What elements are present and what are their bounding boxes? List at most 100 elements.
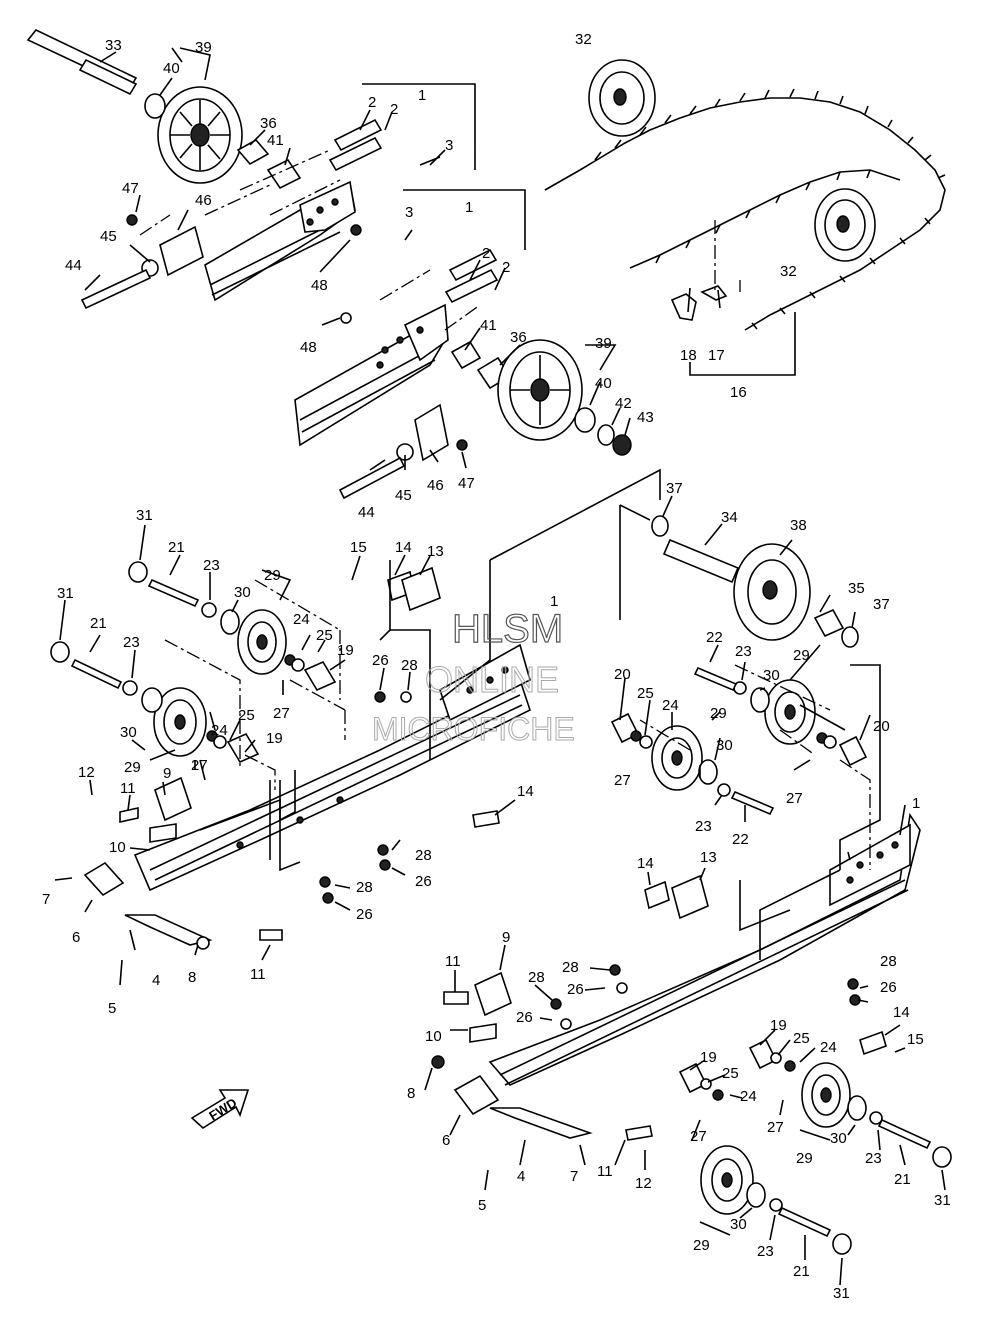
callout-25: 25 [793, 1030, 810, 1047]
leader-lines [54, 47, 946, 1286]
washer-37-a [651, 515, 669, 537]
callout-21: 21 [793, 1263, 810, 1280]
callout-1: 1 [550, 593, 558, 610]
wheel-29-lower-right-b [700, 1145, 754, 1215]
callout-27: 27 [614, 772, 631, 789]
callout-21: 21 [894, 1171, 911, 1188]
axle-33 [26, 29, 138, 96]
nut-43 [612, 434, 632, 456]
washer-31-lr-a [932, 1146, 952, 1168]
callout-48: 48 [300, 339, 317, 356]
washer-23-upper-left [201, 602, 217, 618]
watermark-line-2: ONLINE [425, 659, 559, 700]
callout-11: 11 [250, 966, 266, 983]
wheel-29-lower-right-a [801, 1062, 851, 1128]
callout-27: 27 [767, 1119, 784, 1136]
callout-36: 36 [510, 329, 527, 346]
stopper-6-left [83, 861, 125, 897]
washer-8-right [431, 1055, 445, 1069]
callout-27: 27 [690, 1128, 707, 1145]
clip-14-right [644, 880, 670, 910]
callout-25: 25 [722, 1065, 739, 1082]
callout-46: 46 [427, 477, 444, 494]
pad-10-right [469, 1023, 497, 1043]
callout-labels: 33 39 40 1 2 2 3 36 41 47 46 45 44 48 32… [42, 31, 951, 1302]
upper-slide-rail-left [204, 180, 356, 302]
callout-8: 8 [407, 1085, 415, 1102]
callout-26: 26 [372, 652, 389, 669]
callout-30: 30 [763, 667, 780, 684]
callout-26: 26 [880, 979, 897, 996]
washer-25-lr-a [770, 1052, 782, 1064]
clip-11-left-b [259, 929, 283, 941]
callout-22: 22 [732, 831, 749, 848]
callout-26: 26 [567, 981, 584, 998]
washer-8-left [196, 936, 210, 950]
washer-25-b [213, 735, 227, 749]
callout-19: 19 [337, 642, 354, 659]
nut-28-mid [377, 844, 389, 856]
arm-19-upper-left [303, 660, 337, 692]
watermark-line-3: MICROFICHE [372, 711, 575, 747]
bearing-30-upper-left [220, 609, 240, 635]
callout-30: 30 [730, 1216, 747, 1233]
bearing-40-top [144, 93, 166, 119]
callout-21: 21 [168, 539, 185, 556]
callout-23: 23 [695, 818, 712, 835]
callout-45: 45 [100, 228, 117, 245]
nut-47-top [126, 214, 138, 226]
bearing-30-lower-left [141, 687, 163, 713]
callout-12: 12 [78, 764, 95, 781]
nut-28-r2 [550, 998, 562, 1010]
callout-23: 23 [123, 634, 140, 651]
callout-1: 1 [418, 87, 426, 104]
wheel-29-center [651, 725, 703, 791]
callout-29: 29 [793, 647, 810, 664]
pad-10-left [149, 823, 177, 843]
bolt-21-lower-left [70, 658, 123, 690]
plate-2-top-b [328, 136, 383, 172]
callout-44: 44 [65, 257, 82, 274]
callout-32: 32 [575, 31, 592, 48]
callout-14: 14 [395, 539, 412, 556]
track-belt [544, 88, 946, 331]
watermark: HLSM ONLINE MICROFICHE [372, 606, 576, 747]
callout-47: 47 [122, 180, 139, 197]
block-9-left [154, 776, 192, 822]
callout-1: 1 [912, 795, 920, 812]
washer-31-lower-left [50, 641, 70, 663]
callout-39: 39 [595, 335, 612, 352]
nut-26-upper [374, 691, 386, 703]
callout-48: 48 [311, 277, 328, 294]
callout-2: 2 [368, 94, 376, 111]
callout-25: 25 [238, 707, 255, 724]
washer-23-lower-left [122, 680, 138, 696]
nut-28-r1 [609, 964, 621, 976]
callout-40: 40 [595, 375, 612, 392]
bearing-30-lr-b [746, 1182, 766, 1208]
lower-slide-rail-left [133, 643, 531, 892]
callout-28: 28 [415, 847, 432, 864]
bearing-40-mid [574, 407, 596, 433]
callout-30: 30 [234, 584, 251, 601]
washer-37-b [841, 626, 859, 648]
callout-19: 19 [700, 1049, 717, 1066]
callout-41: 41 [480, 317, 497, 334]
callout-41: 41 [267, 132, 284, 149]
callout-42: 42 [615, 395, 632, 412]
callout-23: 23 [757, 1243, 774, 1260]
bolt-21-upper-left [147, 578, 200, 608]
callout-20: 20 [873, 718, 890, 735]
callout-11: 11 [120, 780, 136, 797]
washer-23-lr-b [769, 1198, 783, 1212]
callout-45: 45 [395, 487, 412, 504]
callout-44: 44 [358, 504, 375, 521]
wheel-29-lower-left [153, 687, 207, 757]
callout-31: 31 [136, 507, 153, 524]
washer-23-lr-a [869, 1111, 883, 1125]
callout-11: 11 [597, 1163, 613, 1180]
clip-14-right-b [859, 1030, 887, 1056]
callout-2: 2 [482, 245, 490, 262]
